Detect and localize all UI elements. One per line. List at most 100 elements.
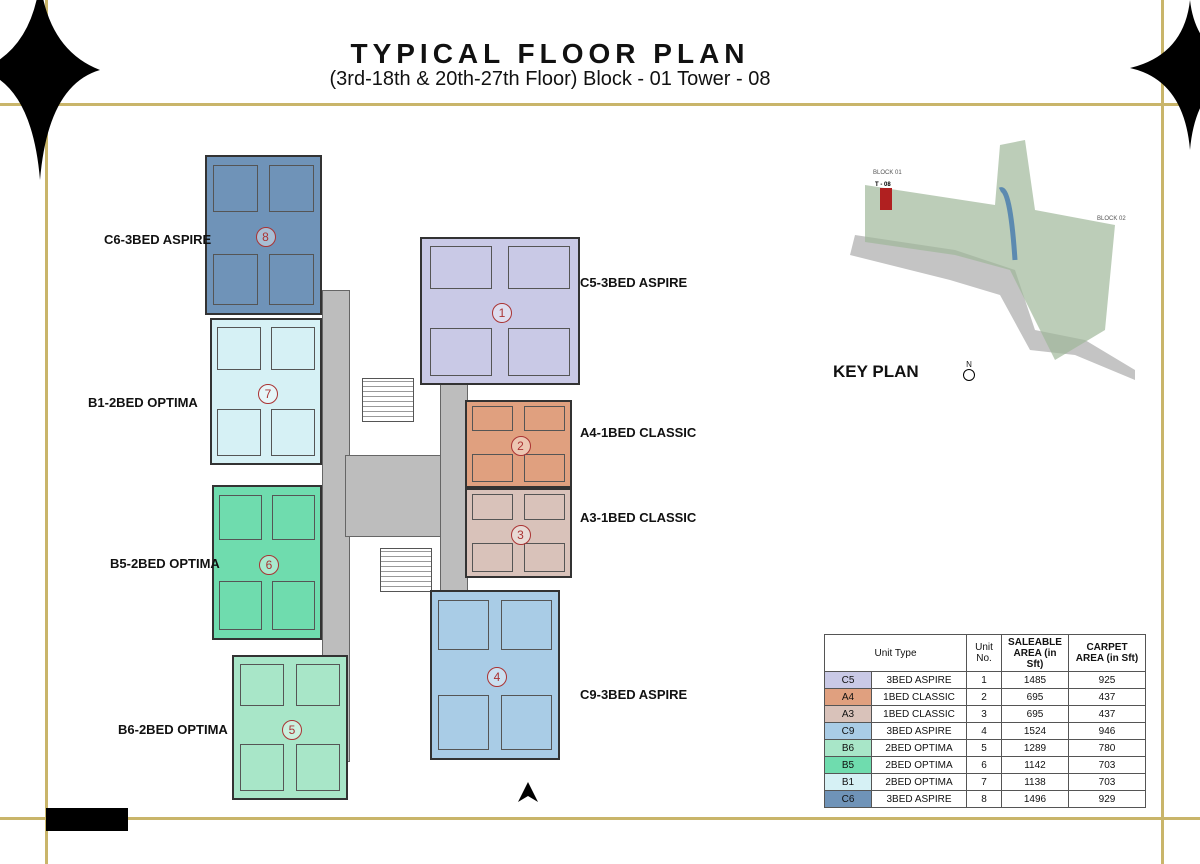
saleable-area: 1496 <box>1001 790 1069 808</box>
room <box>272 494 315 540</box>
room <box>472 494 514 521</box>
unit-type: 2BED OPTIMA <box>871 773 967 791</box>
room <box>429 246 493 290</box>
room <box>472 543 514 572</box>
room <box>272 580 315 631</box>
unit-number: 5 <box>282 719 302 740</box>
unit-type: 2BED OPTIMA <box>871 756 967 774</box>
header-saleable: SALEABLE AREA (in Sft) <box>1001 634 1069 672</box>
unit-number: 8 <box>255 227 276 247</box>
unit-no: 2 <box>966 688 1002 706</box>
unit-type: 3BED ASPIRE <box>871 671 967 689</box>
saleable-area: 1138 <box>1001 773 1069 791</box>
room <box>523 543 565 572</box>
svg-text:BLOCK 01: BLOCK 01 <box>873 170 902 176</box>
unit-b6: 5 <box>232 655 348 800</box>
border-top <box>0 103 1200 106</box>
unit-label: A4-1BED CLASSIC <box>580 425 697 440</box>
room <box>219 580 262 631</box>
carpet-area: 946 <box>1068 722 1146 740</box>
unit-number: 2 <box>510 436 531 456</box>
room <box>271 327 315 371</box>
header-unit-no: Unit No. <box>966 634 1002 672</box>
stair-core <box>362 378 414 422</box>
saleable-area: 1485 <box>1001 671 1069 689</box>
header-unit-type: Unit Type <box>824 634 967 672</box>
room <box>507 246 571 290</box>
room <box>271 408 315 456</box>
unit-number: 4 <box>487 667 507 687</box>
unit-label: B6-2BED OPTIMA <box>118 722 228 737</box>
border-left <box>45 0 48 864</box>
saleable-area: 695 <box>1001 688 1069 706</box>
room <box>217 408 261 456</box>
room <box>523 406 565 432</box>
room <box>212 253 258 306</box>
carpet-area: 780 <box>1068 739 1146 757</box>
page-title: TYPICAL FLOOR PLAN <box>350 38 750 69</box>
unit-type: 2BED OPTIMA <box>871 739 967 757</box>
room <box>472 454 514 482</box>
unit-number: 3 <box>510 525 531 545</box>
room <box>438 694 489 750</box>
unit-no: 6 <box>966 756 1002 774</box>
unit-code: B6 <box>824 739 872 757</box>
room <box>429 328 493 376</box>
saleable-area: 695 <box>1001 705 1069 723</box>
unit-number: 1 <box>492 303 512 323</box>
svg-text:T - 08: T - 08 <box>875 182 891 188</box>
unit-code: C6 <box>824 790 872 808</box>
room <box>438 600 489 651</box>
carpet-area: 703 <box>1068 756 1146 774</box>
unit-label: C6-3BED ASPIRE <box>104 232 212 247</box>
unit-label: B1-2BED OPTIMA <box>88 395 198 410</box>
unit-a4: 2 <box>465 400 572 488</box>
header-carpet: CARPET AREA (in Sft) <box>1068 634 1146 672</box>
carpet-area: 925 <box>1068 671 1146 689</box>
unit-code: C9 <box>824 722 872 740</box>
room <box>269 253 315 306</box>
border-right <box>1161 0 1164 864</box>
room <box>239 664 285 707</box>
room <box>212 164 258 212</box>
star-decoration-icon <box>1130 0 1200 150</box>
unit-code: A4 <box>824 688 872 706</box>
unit-no: 5 <box>966 739 1002 757</box>
unit-no: 4 <box>966 722 1002 740</box>
unit-label: A3-1BED CLASSIC <box>580 510 697 525</box>
page-subtitle: (3rd-18th & 20th-27th Floor) Block - 01 … <box>329 68 771 90</box>
unit-b1: 7 <box>210 318 322 465</box>
unit-code: B5 <box>824 756 872 774</box>
unit-label: C9-3BED ASPIRE <box>580 687 688 702</box>
room <box>507 328 571 376</box>
unit-label: B5-2BED OPTIMA <box>110 556 220 571</box>
site-map: BLOCK 01 BLOCK 02 T - 08 <box>850 140 1135 380</box>
north-compass-icon: N <box>962 360 976 381</box>
room <box>501 694 552 750</box>
room <box>523 494 565 521</box>
unit-c9: 4 <box>430 590 560 760</box>
room <box>219 494 262 540</box>
unit-c5: 1 <box>420 237 580 385</box>
carpet-area: 437 <box>1068 705 1146 723</box>
unit-area-table: Unit Type Unit No. SALEABLE AREA (in Sft… <box>824 634 1146 808</box>
room <box>523 454 565 482</box>
stair-core <box>380 548 432 592</box>
room <box>295 664 341 707</box>
unit-no: 1 <box>966 671 1002 689</box>
unit-no: 3 <box>966 705 1002 723</box>
room <box>472 406 514 432</box>
room <box>239 744 285 791</box>
carpet-area: 703 <box>1068 773 1146 791</box>
unit-b5: 6 <box>212 485 322 640</box>
key-plan-title: KEY PLAN <box>833 362 919 381</box>
black-bar <box>46 808 128 831</box>
unit-type: 1BED CLASSIC <box>871 688 967 706</box>
unit-code: A3 <box>824 705 872 723</box>
